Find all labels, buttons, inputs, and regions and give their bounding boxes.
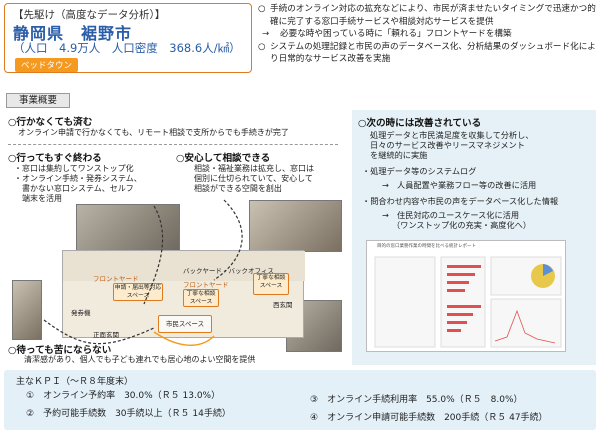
left-panel: ○行かなくても済む オンライン申請で行かなくても、リモート相談で支所からでも手続… <box>4 110 344 365</box>
kpi-title: 主なＫＰＩ（～Ｒ８年度末） <box>16 377 134 387</box>
database-bullet: ・問合わせ内容や市民の声をデータベース化した情報 <box>362 196 559 206</box>
improvement-intro: を継続的に実施 <box>370 150 428 160</box>
quick-finish-item: ・窓口は集約してワンストップ化 <box>14 164 134 173</box>
log-bullet: ・処理データ等のシステムログ <box>362 166 477 176</box>
section-header: 事業概要 <box>6 93 70 108</box>
dashboard-title: 目的の窓口業務作業の時間を比べる統計レポート <box>377 244 476 249</box>
west-entrance-label: 西玄関 <box>273 301 293 309</box>
consult-space: 丁寧な相談スペース <box>183 289 219 307</box>
guide-arrow <box>43 319 155 345</box>
dash-bar <box>447 313 473 316</box>
guide-arrows <box>43 199 243 346</box>
frontyard-label-2: フロントヤード <box>183 281 229 289</box>
no-visit-text: オンライン申請で行かなくても、リモート相談で支所からでも手続きが完了 <box>18 128 289 137</box>
no-visit-title: ○行かなくても済む <box>8 117 93 128</box>
floor-plan: バックヤード・バックオフィス フロントヤード フロントヤード 申請・届出等対応ス… <box>62 250 305 339</box>
safe-consult-text: 個別に仕切られていて、安心して <box>194 174 313 183</box>
right-panel: ○次の時には改善されている 処理データと市民満足度を収集して分析し、 日々のサー… <box>352 110 596 365</box>
kpi-item: ① オンライン予約率 30.0%（Ｒ５ 13.0%） <box>26 391 221 401</box>
window-space-label: 申請・届出等対応スペース <box>114 285 162 299</box>
bullet-mark: ○ <box>258 4 266 14</box>
kpi-item: ④ オンライン申請可能手続数 200手続（Ｒ５ 47手続） <box>310 413 548 423</box>
summary-arrow: → 必要な時や困っている時に「頼れる」フロントヤードを構築 <box>258 28 596 41</box>
dash-bar <box>447 305 481 308</box>
bullet-text: 必要な時や困っている時に「頼れる」フロントヤードを構築 <box>280 29 512 39</box>
quick-finish-item: 端末を活用 <box>14 194 62 203</box>
ticket-machine-photo <box>12 280 42 340</box>
summary-bullets: ○ 手続のオンライン対応の拡充などにより、市民が済ませたいタイミングで迅速かつ的… <box>258 3 596 66</box>
quick-finish-item: ・オンライン手続・発券システム、 <box>14 174 142 183</box>
dash-bar <box>447 321 467 324</box>
safe-consult-title: ○安心して相談できる <box>176 153 271 164</box>
municipality-name: 静岡県 裾野市 <box>13 24 133 43</box>
summary-bullet: ○ 手続のオンライン対応の拡充などにより、市民が済ませたいタイミングで迅速かつ的… <box>258 3 596 28</box>
dash-bar <box>447 329 461 332</box>
bullet-text: システムの処理記録と市民の声のデータベース化、分析結果のダッシュボード化により日… <box>270 41 596 65</box>
city-type-badge: ベッドタウン <box>15 58 79 72</box>
ticket-machine-label: 発券機 <box>71 309 91 317</box>
dashboard-graphics <box>374 256 562 348</box>
citizen-space-label: 市民スペース <box>165 320 205 328</box>
dash-bar <box>447 289 465 292</box>
improvement-intro: 処理データと市民満足度を収集して分析し、 <box>370 130 534 140</box>
guide-arrow <box>213 199 243 281</box>
dashboard-panel <box>440 256 486 348</box>
quick-finish-title: ○行ってもすぐ終わる <box>8 153 102 164</box>
dash-line <box>494 309 556 344</box>
log-arrow: → 人員配置や業務フロー等の改善に活用 <box>382 180 537 190</box>
safe-consult-text: 相談ができる空間を創出 <box>194 184 282 193</box>
kpi-item: ② 予約可能手続数 30手続以上（Ｒ５ 14手続） <box>26 409 231 419</box>
dash-bar <box>447 273 475 276</box>
dash-pie-slice <box>543 264 553 276</box>
pleasant-wait-title: ○待っても苦にならない <box>8 345 112 356</box>
citizen-space: 市民スペース <box>158 315 212 333</box>
dash-bar <box>447 265 481 268</box>
separator <box>8 144 338 145</box>
guide-arrow <box>143 205 164 305</box>
bullet-mark: ○ <box>258 41 266 52</box>
database-arrow: → 住民対応のユースケース化に活用 <box>382 210 520 220</box>
improvement-title: ○次の時には改善されている <box>358 118 482 129</box>
window-space: 申請・届出等対応スペース <box>113 283 163 301</box>
population-info: （人口 4.9万人 人口密度 368.6人/㎢） <box>13 41 241 55</box>
database-arrow-sub: （ワンストップ化の充実・高度化へ） <box>392 220 532 230</box>
consult-space-2: 丁寧な相談スペース <box>253 273 289 295</box>
quick-finish-item: 書かない窓口システム、セルフ <box>14 184 134 193</box>
kpi-box: 主なＫＰＩ（～Ｒ８年度末） ① オンライン予約率 30.0%（Ｒ５ 13.0%）… <box>4 370 596 430</box>
backyard-label: バックヤード・バックオフィス <box>183 267 274 275</box>
kpi-item: ③ オンライン手続利用率 55.0%（Ｒ５ 8.0%） <box>310 395 523 405</box>
safe-consult-text: 相談・福祉業務は拡充し、窓口は <box>194 164 314 173</box>
arrow-mark: → <box>262 29 270 39</box>
frontyard-label: フロントヤード <box>93 275 139 283</box>
dashboard-panel <box>490 298 562 348</box>
pleasant-wait-text: 清潔感があり、個人でも子ども連れでも居心地のよい空間を提供 <box>24 355 256 364</box>
municipality-title-box: 【先駆け（高度なデータ分析）】 静岡県 裾野市 （人口 4.9万人 人口密度 3… <box>4 3 252 73</box>
consult-space-label: 丁寧な相談スペース <box>186 291 216 305</box>
consult-space-label: 丁寧な相談スペース <box>256 275 286 289</box>
improvement-intro: 日々のサービス改善やリースマネジメント <box>370 140 525 150</box>
entrance-label: 正面玄関 <box>93 331 119 339</box>
bullet-text: 手続のオンライン対応の拡充などにより、市民が済ませたいタイミングで迅速かつ的確に… <box>270 4 596 27</box>
category-tag: 【先駆け（高度なデータ分析）】 <box>13 9 166 21</box>
dashboard-screenshot: 目的の窓口業務作業の時間を比べる統計レポート <box>366 240 566 352</box>
dashboard-panel <box>374 256 436 348</box>
dash-bar <box>447 281 469 284</box>
consult-room-photo <box>249 200 342 252</box>
guide-arrow <box>153 331 215 346</box>
summary-bullet: ○ システムの処理記録と市民の声のデータベース化、分析結果のダッシュボード化によ… <box>258 41 596 66</box>
